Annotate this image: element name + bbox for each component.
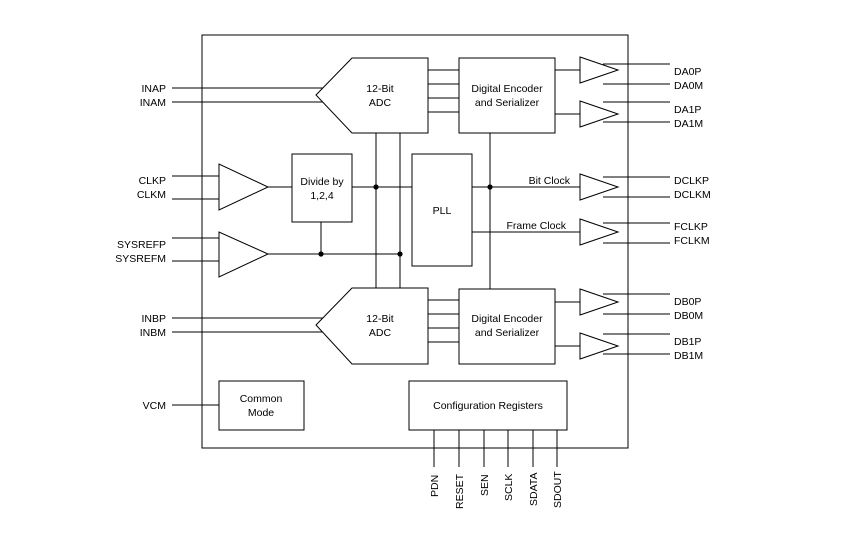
da0m-label: DA0M (674, 80, 703, 92)
clkp-label: CLKP (139, 175, 166, 187)
common-mode-block (218, 380, 305, 431)
adc-bottom-line2: ADC (369, 327, 392, 339)
sysrefm-label: SYSREFM (115, 253, 166, 265)
common-mode-line1: Common (240, 393, 283, 405)
db0-output-buffer (579, 288, 620, 316)
sysref-input-buffer (218, 231, 270, 278)
config-pin-wires (433, 430, 558, 467)
common-mode-line2: Mode (248, 407, 274, 419)
pin-sclk-label: SCLK (503, 474, 515, 501)
sysrefp-label: SYSREFP (117, 239, 166, 251)
encoder-top (458, 57, 556, 134)
pll-block (411, 153, 473, 267)
inam-label: INAM (140, 97, 166, 109)
encoder-top-line1: Digital Encoder (471, 83, 543, 95)
divider-line2: 1,2,4 (310, 190, 334, 202)
input-wires (172, 87, 336, 406)
output-labels: DA0P DA0M DA1P DA1M DCLKP DCLKM FCLKP FC… (674, 66, 711, 362)
db0p-label: DB0P (674, 296, 701, 308)
inbp-label: INBP (141, 313, 166, 325)
encoder-bottom (458, 288, 556, 365)
frame-clock-label: Frame Clock (506, 220, 566, 232)
da0p-label: DA0P (674, 66, 701, 78)
clk-input-buffer (218, 163, 270, 211)
encoder-top-line2: and Serializer (475, 97, 540, 109)
junction-dots (318, 184, 493, 257)
dclk-output-buffer (579, 173, 620, 201)
output-wires (603, 63, 670, 355)
encoder-bottom-line1: Digital Encoder (471, 313, 543, 325)
divider-block (291, 153, 353, 223)
dclkp-label: DCLKP (674, 175, 709, 187)
chip-outline (201, 34, 629, 449)
encoder-bottom-line2: and Serializer (475, 327, 540, 339)
adc-top (315, 57, 429, 134)
db1p-label: DB1P (674, 336, 701, 348)
dclkm-label: DCLKM (674, 189, 711, 201)
db1-output-buffer (579, 332, 620, 360)
fclk-output-buffer (579, 218, 620, 246)
fclkm-label: FCLKM (674, 235, 710, 247)
da1-output-buffer (579, 100, 620, 128)
fclkp-label: FCLKP (674, 221, 708, 233)
pin-sdata-label: SDATA (528, 473, 540, 506)
divider-line1: Divide by (300, 176, 344, 188)
clkm-label: CLKM (137, 189, 166, 201)
pll-label: PLL (433, 205, 452, 217)
inap-label: INAP (141, 83, 166, 95)
da0-output-buffer (579, 56, 620, 84)
adc-bottom (315, 287, 429, 365)
da1p-label: DA1P (674, 104, 701, 116)
internal-wires (268, 69, 580, 347)
db0m-label: DB0M (674, 310, 703, 322)
inbm-label: INBM (140, 327, 166, 339)
config-pin-labels: PDN RESET SEN SCLK SDATA SDOUT (429, 471, 564, 509)
pin-sdout-label: SDOUT (552, 471, 564, 508)
pin-reset-label: RESET (454, 473, 466, 509)
adc-bottom-line1: 12-Bit (366, 313, 394, 325)
input-labels: INAP INAM CLKP CLKM SYSREFP SYSREFM INBP… (115, 83, 166, 412)
pin-sen-label: SEN (479, 474, 491, 496)
da1m-label: DA1M (674, 118, 703, 130)
adc-top-line2: ADC (369, 97, 392, 109)
vcm-label: VCM (143, 400, 166, 412)
config-registers-block (408, 380, 568, 431)
db1m-label: DB1M (674, 350, 703, 362)
bit-clock-label: Bit Clock (529, 175, 571, 187)
adc-top-line1: 12-Bit (366, 83, 394, 95)
pin-pdn-label: PDN (429, 475, 441, 497)
config-registers-label: Configuration Registers (433, 400, 543, 412)
